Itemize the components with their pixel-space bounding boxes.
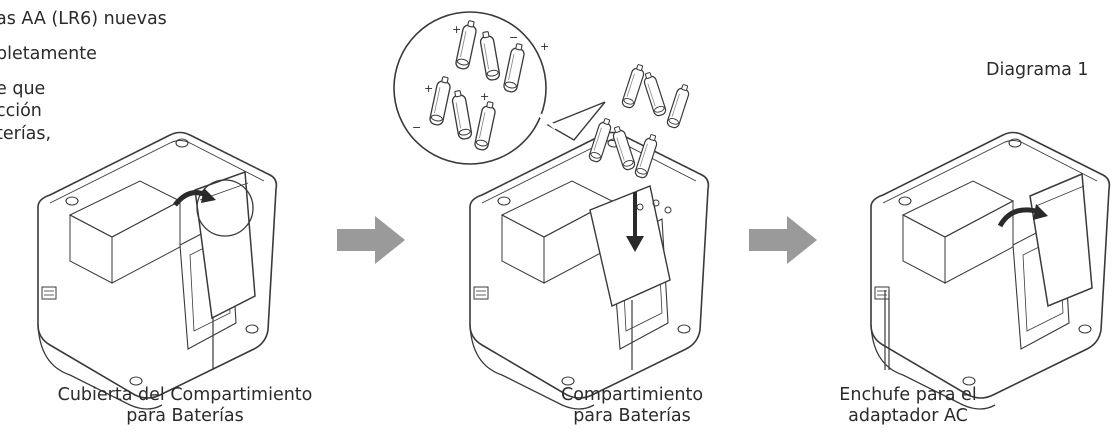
polarity-minus: − [412, 121, 421, 134]
printer-battery-compartment [469, 131, 710, 410]
caption-socket-line-2: adaptador AC [848, 406, 968, 426]
polarity-plus: + [540, 40, 549, 53]
zoom-bubble [393, 11, 606, 165]
caption-cover-line-2: para Baterías [126, 406, 244, 426]
caption-socket: Enchufe para el adaptador AC [808, 385, 1008, 427]
intro-line-1: as AA (LR6) nuevas [0, 9, 167, 29]
intro-line-4: cción [0, 101, 42, 121]
intro-line-5: terías, [0, 124, 52, 144]
polarity-minus: − [509, 31, 518, 44]
caption-compartment: Compartimiento para Baterías [532, 385, 732, 427]
caption-cover: Cubierta del Compartimiento para Batería… [24, 385, 346, 427]
diagram-label: Diagrama 1 [986, 60, 1089, 80]
intro-text: as AA (LR6) nuevas pletamente e que cció… [0, 0, 270, 170]
polarity-marks: + − + + − + [412, 23, 549, 134]
arrow-step-1 [337, 216, 405, 264]
polarity-plus: + [452, 23, 461, 36]
intro-line-3: e que [0, 79, 46, 99]
caption-socket-line-1: Enchufe para el [839, 385, 977, 405]
caption-compartment-line-1: Compartimiento [560, 385, 704, 405]
caption-compartment-line-2: para Baterías [573, 406, 691, 426]
arrow-step-2 [749, 216, 817, 264]
polarity-plus: + [424, 82, 433, 95]
polarity-plus: + [480, 90, 489, 103]
printer-cover-closing [870, 131, 1111, 410]
caption-cover-line-1: Cubierta del Compartimiento [57, 385, 313, 405]
printer-cover-open [37, 131, 278, 410]
intro-line-2: pletamente [0, 44, 97, 64]
